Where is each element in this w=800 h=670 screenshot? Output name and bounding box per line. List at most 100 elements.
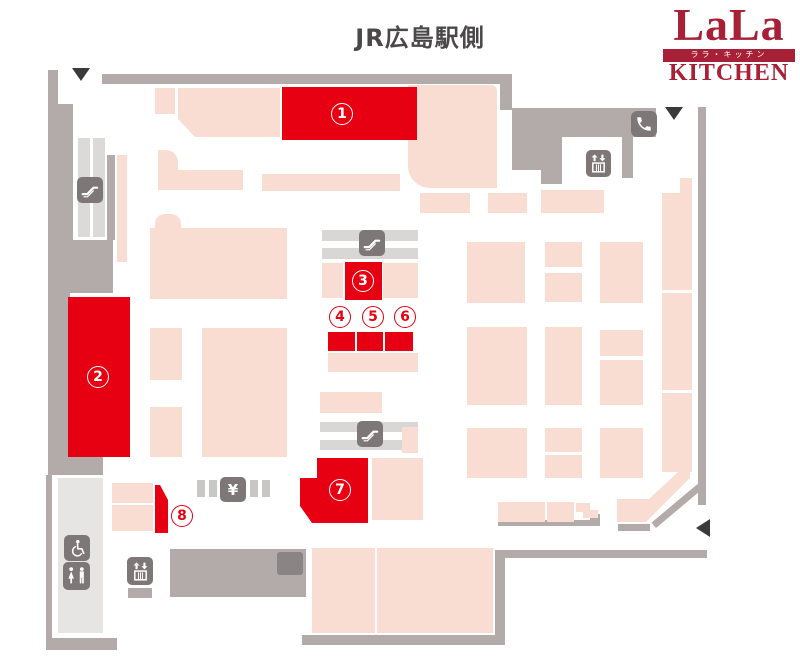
- page-title: JR広島駅側: [355, 24, 485, 52]
- area-5-marker: 5: [362, 306, 384, 328]
- shop-block: [150, 328, 182, 380]
- elevator-icon: [586, 150, 611, 177]
- shop-block: [467, 242, 525, 303]
- shop-block: [202, 328, 287, 457]
- shop-block: [155, 88, 175, 114]
- shop-block: [488, 193, 527, 213]
- area-1-marker: 1: [331, 103, 353, 125]
- shop-block: [662, 193, 692, 290]
- wall: [48, 240, 113, 293]
- wall-right-strip: [698, 107, 706, 505]
- wall: [618, 524, 650, 531]
- wall: [541, 170, 562, 184]
- triangle-left-icon: [696, 519, 710, 537]
- atm-yen-icon: ¥: [220, 477, 246, 502]
- shop-block: [150, 228, 287, 299]
- wall-bottom-bar: [505, 550, 707, 558]
- shop-block: [545, 273, 582, 302]
- wall: [107, 155, 115, 240]
- logo-kitchen-text: KITCHEN: [668, 60, 790, 86]
- atm-divider: [262, 480, 270, 497]
- shop-block: [600, 428, 643, 478]
- wall: [590, 514, 600, 526]
- wall: [302, 635, 505, 645]
- shop-block: [320, 392, 382, 413]
- area-2-marker: 2: [87, 366, 109, 388]
- atm-divider: [250, 480, 258, 497]
- wall: [128, 588, 152, 598]
- shop-block: [112, 483, 153, 503]
- triangle-down-icon: [72, 68, 90, 81]
- wall: [500, 74, 512, 110]
- shop-block: [576, 503, 590, 512]
- wall: [48, 293, 70, 457]
- area-8-marker: 8: [171, 505, 193, 527]
- shop-block: [377, 548, 493, 633]
- shop-block: [545, 455, 582, 478]
- restroom-icon: [63, 562, 90, 590]
- logo-lala-text: LaLa: [673, 0, 785, 50]
- wall: [46, 475, 52, 640]
- shop-block: [117, 155, 127, 262]
- shop-block: [600, 360, 643, 405]
- wall: [48, 70, 58, 104]
- shop-block: [112, 505, 153, 531]
- shop-block: [178, 88, 280, 137]
- wall: [48, 104, 73, 240]
- shop-block: [680, 178, 692, 193]
- yen-symbol: ¥: [227, 480, 239, 499]
- shop-block: [583, 510, 598, 518]
- shop-block: [545, 327, 582, 405]
- shop-block: [328, 353, 418, 372]
- wall-top-bar: [102, 74, 512, 84]
- shop-block: [408, 85, 497, 188]
- area-5-block: [357, 332, 383, 351]
- escalator-icon: [77, 177, 103, 203]
- shop-block: [545, 242, 582, 267]
- shop-block: [662, 393, 692, 472]
- shop-block: [383, 263, 418, 298]
- atm-divider: [197, 480, 205, 497]
- atm-divider: [209, 480, 217, 497]
- wall: [495, 550, 505, 645]
- wall: [48, 457, 103, 475]
- shop-block: [150, 407, 182, 457]
- shop-block: [155, 214, 181, 230]
- wall: [498, 520, 592, 526]
- shop-block: [420, 193, 470, 213]
- shop-block: [262, 174, 400, 191]
- escalator-icon: [357, 421, 383, 447]
- wall: [622, 137, 633, 178]
- shop-block: [547, 502, 574, 522]
- shop-block: [312, 548, 375, 633]
- area-6-block: [385, 332, 413, 351]
- area-6-marker: 6: [394, 306, 416, 328]
- area-3-marker: 3: [352, 270, 374, 292]
- shop-block: [541, 190, 604, 213]
- phone-icon: [631, 111, 657, 137]
- corridor-block: [277, 552, 303, 575]
- shop-block: [372, 458, 423, 520]
- shop-block: [600, 242, 643, 303]
- shop-block: [158, 150, 178, 190]
- shop-block: [322, 263, 343, 298]
- triangle-down-icon: [665, 107, 683, 120]
- wall: [46, 638, 117, 650]
- wheelchair-icon: [64, 535, 90, 561]
- lala-kitchen-logo: LaLa ララ・キッチン KITCHEN: [663, 2, 795, 85]
- area-7-marker: 7: [329, 479, 351, 501]
- area-4-block: [328, 332, 355, 351]
- shop-block: [545, 428, 582, 452]
- escalator-icon: [359, 230, 385, 256]
- shop-block: [467, 428, 527, 478]
- elevator-icon: [127, 557, 153, 585]
- shop-block: [600, 330, 643, 356]
- wall: [512, 137, 562, 170]
- shop-block: [177, 170, 243, 190]
- shop-block: [662, 293, 692, 390]
- shop-block: [498, 502, 545, 522]
- area-8-block: [155, 485, 168, 533]
- logo-subtitle: ララ・キッチン: [663, 49, 795, 62]
- area-4-marker: 4: [329, 306, 351, 328]
